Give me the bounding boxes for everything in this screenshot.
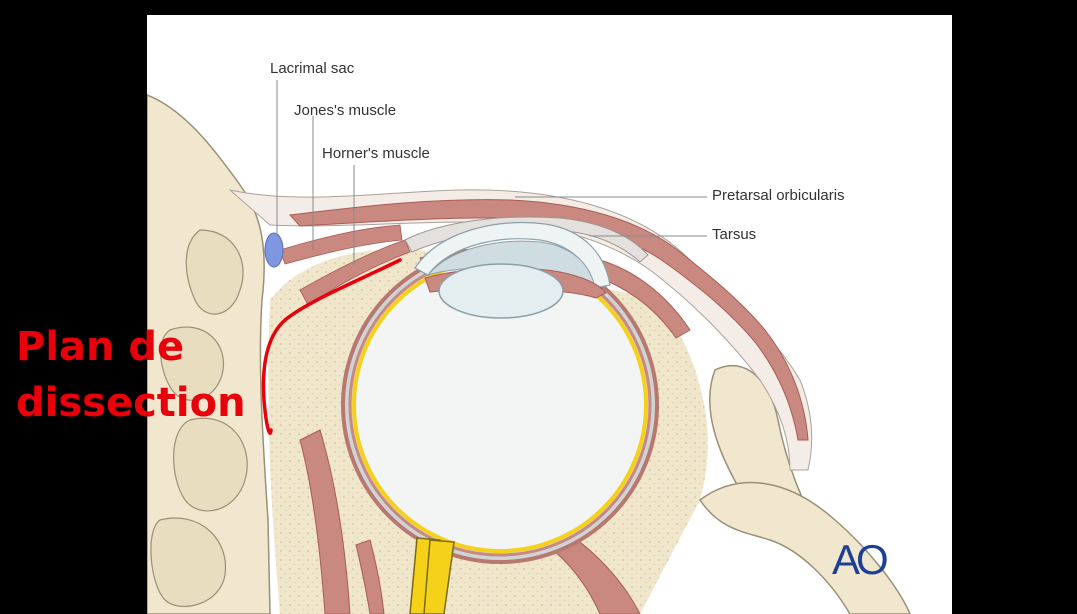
lacrimal-sac xyxy=(265,233,283,267)
lens xyxy=(439,264,563,318)
label-lacrimal-sac: Lacrimal sac xyxy=(270,60,354,77)
label-horner-muscle: Horner's muscle xyxy=(322,145,430,162)
label-tarsus: Tarsus xyxy=(712,226,756,243)
label-jones-muscle: Jones's muscle xyxy=(294,102,396,119)
bone-cavity xyxy=(174,418,248,511)
label-pretarsal-orbicularis: Pretarsal orbicularis xyxy=(712,187,845,204)
ao-logo: AO xyxy=(832,536,885,584)
dissection-plane-title-line2: dissection xyxy=(16,383,246,423)
dissection-plane-title-line1: Plan de xyxy=(16,327,184,367)
